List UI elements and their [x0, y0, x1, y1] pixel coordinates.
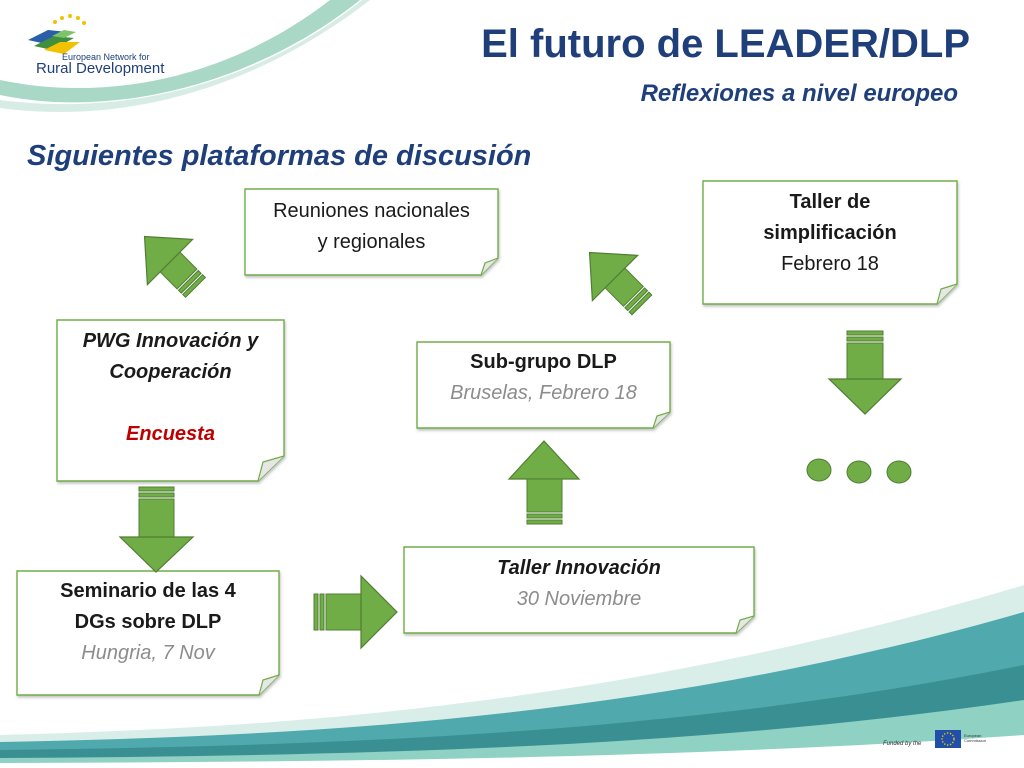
- note-reuniones: [244, 188, 499, 276]
- taller-innovacion-text: Taller Innovación 30 Noviembre: [404, 553, 754, 615]
- seminario-text: Seminario de las 4 DGs sobre DLP Hungria…: [17, 576, 279, 669]
- page-subtitle: Reflexiones a nivel europeo: [640, 80, 958, 107]
- pwg-text: PWG Innovación y Cooperación Encuesta: [57, 326, 284, 450]
- seminario-line2: DGs sobre DLP: [74, 611, 222, 633]
- funded-by-text: Funded by the: [883, 741, 922, 747]
- subgrupo-date: Bruselas, Febrero 18: [450, 382, 637, 404]
- top-swoosh-pale: [0, 0, 370, 112]
- arrow-up-taller: [507, 440, 581, 525]
- subgrupo-text: Sub-grupo DLP Bruselas, Febrero 18: [417, 347, 670, 409]
- reuniones-line2: y regionales: [317, 231, 426, 253]
- reuniones-text: Reuniones nacionales y regionales: [245, 196, 498, 258]
- taller-simplificacion-text: Taller de simplificación Febrero 18: [703, 187, 957, 280]
- taller-simplificacion-line1: Taller de: [789, 191, 871, 213]
- ellipsis-dots: [806, 458, 912, 484]
- note-taller-innovacion: [403, 546, 755, 634]
- taller-simplificacion-line2: simplificación: [763, 222, 897, 244]
- reuniones-line1: Reuniones nacionales: [273, 200, 470, 222]
- seminario-date: Hungria, 7 Nov: [81, 642, 215, 664]
- taller-innovacion-date: 30 Noviembre: [516, 588, 642, 610]
- eu-flag-icon: [935, 730, 961, 748]
- pwg-line1: PWG Innovación y: [82, 330, 259, 352]
- arrow-right-seminario: [313, 574, 398, 650]
- logo-line2: Rural Development: [36, 60, 165, 77]
- taller-simplificacion-date: Febrero 18: [781, 253, 879, 275]
- pwg-line2: Cooperación: [109, 361, 232, 383]
- note-subgrupo: [416, 341, 671, 429]
- page-title: El futuro de LEADER/DLP: [481, 22, 970, 66]
- note-seminario: [16, 570, 280, 696]
- seminario-line1: Seminario de las 4: [60, 580, 236, 602]
- ec-line1: European: [964, 733, 982, 738]
- pwg-encuesta: Encuesta: [126, 423, 215, 445]
- arrow-down-simplificacion: [827, 330, 903, 415]
- bottom-swoosh-white: [0, 735, 1024, 768]
- note-pwg: [56, 319, 285, 482]
- enrd-logo-icon: [28, 14, 86, 54]
- arrow-diagonal-up-right: [588, 251, 653, 316]
- section-title: Siguientes plataformas de discusión: [27, 140, 532, 172]
- arrow-down-pwg: [118, 486, 195, 573]
- logo-line1: European Network for: [62, 52, 150, 62]
- top-swoosh-light: [0, 0, 360, 103]
- ec-label: European Commission: [964, 733, 986, 743]
- subgrupo-line1: Sub-grupo DLP: [470, 351, 617, 373]
- arrow-diagonal-down-left: [143, 235, 207, 299]
- ec-line2: Commission: [964, 738, 987, 743]
- taller-innovacion-line1: Taller Innovación: [497, 557, 661, 579]
- note-taller-simplificacion: [702, 180, 958, 305]
